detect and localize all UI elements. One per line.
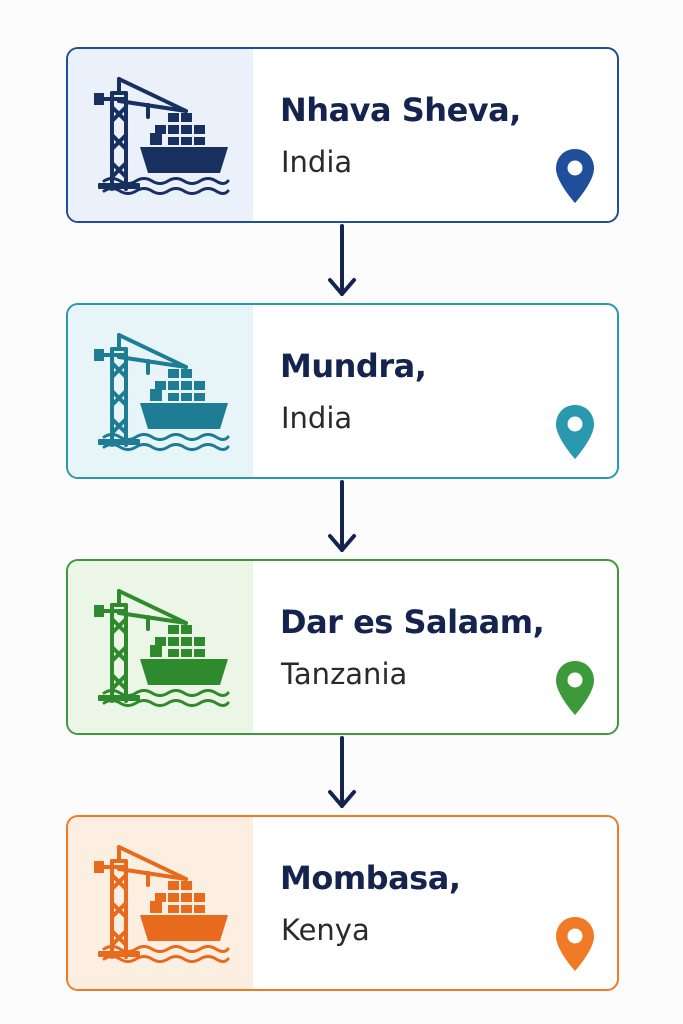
port-name: Mombasa,	[280, 859, 461, 897]
crane-ship-icon	[92, 333, 230, 452]
down-arrow-icon	[328, 224, 356, 296]
crane-ship-icon	[92, 77, 230, 196]
port-name: Mundra,	[280, 347, 427, 385]
port-country: India	[281, 401, 353, 435]
location-pin-icon	[556, 917, 594, 971]
icon-panel	[68, 561, 253, 733]
location-pin-icon	[556, 405, 594, 459]
port-name: Dar es Salaam,	[280, 603, 545, 641]
icon-panel	[68, 817, 253, 989]
icon-panel	[68, 49, 253, 221]
crane-ship-icon	[92, 845, 230, 964]
location-pin-icon	[556, 661, 594, 715]
port-card-4: Mombasa, Kenya	[66, 815, 619, 991]
port-card-2: Mundra, India	[66, 303, 619, 479]
location-pin-icon	[556, 149, 594, 203]
port-name: Nhava Sheva,	[280, 91, 521, 129]
port-country: India	[281, 145, 353, 179]
port-card-1: Nhava Sheva, India	[66, 47, 619, 223]
down-arrow-icon	[328, 736, 356, 808]
port-country: Tanzania	[281, 657, 408, 691]
icon-panel	[68, 305, 253, 477]
port-country: Kenya	[281, 913, 370, 947]
port-card-3: Dar es Salaam, Tanzania	[66, 559, 619, 735]
crane-ship-icon	[92, 589, 230, 708]
down-arrow-icon	[328, 480, 356, 552]
